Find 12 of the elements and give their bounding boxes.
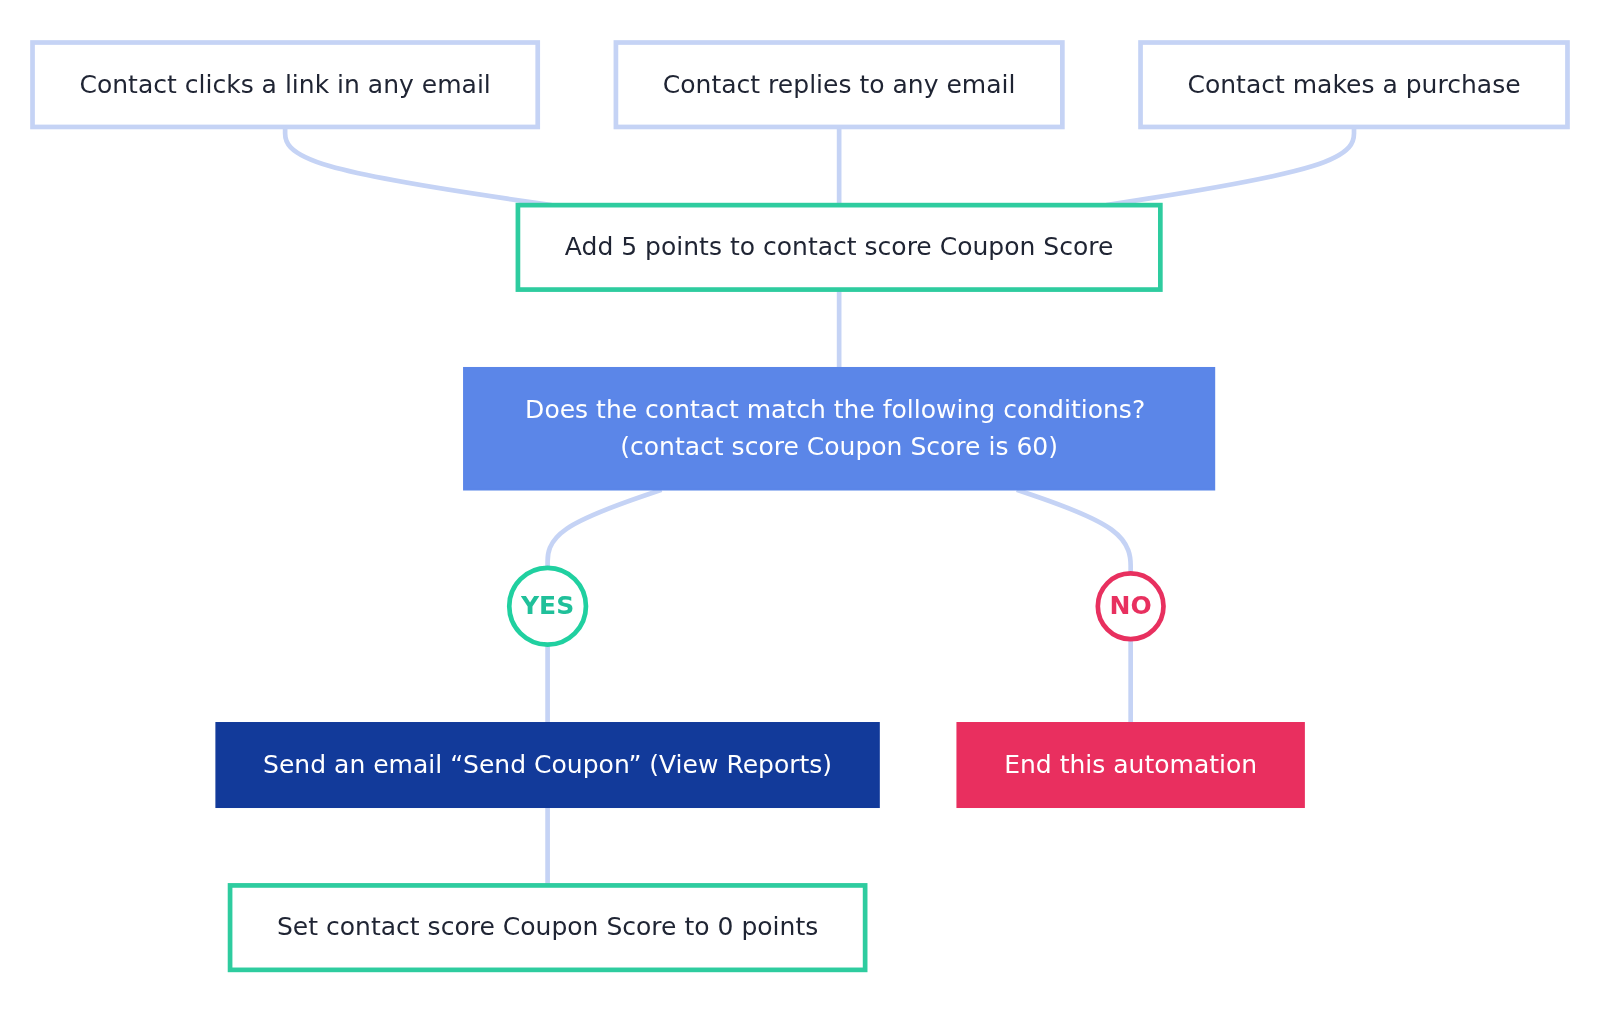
- node-circle: YES: [506, 565, 589, 648]
- connector: [836, 127, 842, 206]
- node-box: Contact clicks a link in any email: [30, 40, 541, 130]
- node-circle: NO: [1095, 571, 1166, 642]
- node-box: End this automation: [956, 722, 1305, 809]
- node-box: Contact replies to any email: [613, 40, 1065, 130]
- connector: [545, 807, 550, 886]
- node-box: Set contact score Coupon Score to 0 points: [227, 883, 868, 973]
- node-box: Contact makes a purchase: [1138, 40, 1570, 130]
- node-box: Send an email “Send Coupon” (View Reports): [215, 722, 880, 809]
- node-box: Add 5 points to contact score Coupon Score: [515, 203, 1163, 293]
- node-box: Does the contact match the following conditions? (contact score Coupon Score is 60): [463, 367, 1216, 491]
